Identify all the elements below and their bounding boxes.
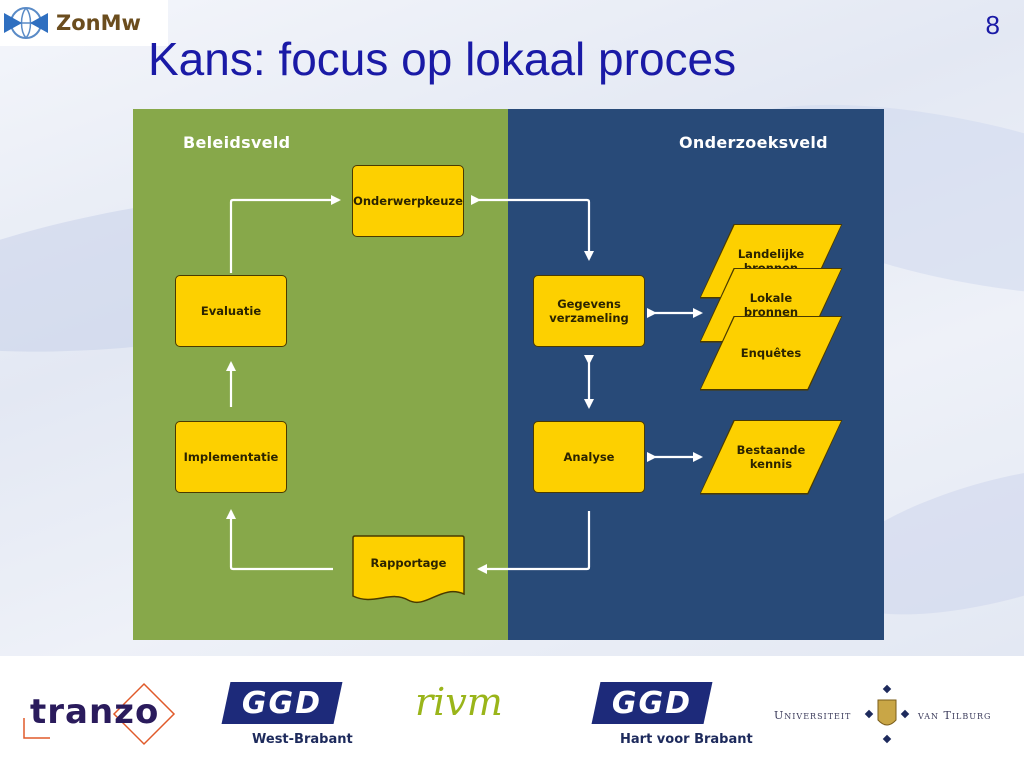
- node-implementatie: Implementatie: [175, 421, 287, 493]
- rivm-logo: rivm: [415, 680, 503, 724]
- source-lokale-line1: Lokale: [749, 290, 793, 305]
- document-shape: [352, 535, 465, 603]
- tranzo-logo-text: tranzo: [30, 692, 160, 732]
- ggd-logo-letters: GGD: [612, 686, 692, 721]
- ggd-west-brabant-logo: GGD West-Brabant: [221, 682, 362, 752]
- source-bestaande-line1: Bestaande: [736, 442, 806, 457]
- source-bestaande-kennis: Bestaande kennis: [699, 419, 843, 495]
- tilburg-university-logo: Universiteit van Tilburg: [772, 674, 1012, 754]
- arrow-evaluatie-to-onderwerpkeuze: [229, 195, 341, 273]
- uvt-right-text: van Tilburg: [918, 709, 992, 722]
- ggd-logo-mark: GGD: [591, 682, 713, 724]
- ggd-logo-mark: GGD: [221, 682, 343, 724]
- ggd-hart-voor-brabant-logo: GGD Hart voor Brabant: [591, 682, 753, 752]
- process-diagram: Beleidsveld Onderzoeksveld: [133, 109, 884, 640]
- source-enquetes: Enquêtes: [699, 315, 843, 391]
- arrow-analyse-to-rapportage: [477, 511, 591, 574]
- uvt-crest-icon: [864, 684, 910, 744]
- node-onderwerpkeuze: Onderwerpkeuze: [352, 165, 464, 237]
- source-landelijke-line1: Landelijke: [737, 246, 805, 261]
- node-analyse-label: Analyse: [563, 449, 615, 464]
- node-onderwerpkeuze-label: Onderwerpkeuze: [353, 193, 463, 208]
- flow-arrows: [226, 195, 703, 574]
- node-gegevensverzameling-label: Gegevens verzameling: [549, 297, 629, 326]
- node-analyse: Analyse: [533, 421, 645, 493]
- tranzo-diamond-icon: [23, 682, 176, 746]
- policy-field-label: Beleidsveld: [183, 133, 291, 152]
- ggd-hart-voor-brabant-label: Hart voor Brabant: [620, 732, 753, 747]
- node-evaluatie-label: Evaluatie: [200, 303, 262, 318]
- ggd-west-brabant-label: West-Brabant: [252, 732, 353, 747]
- arrow-rapportage-to-implementatie: [226, 509, 333, 571]
- ggd-logo-letters: GGD: [242, 686, 322, 721]
- source-enquetes-label: Enquêtes: [740, 345, 802, 360]
- source-lokale-label: Lokale bronnen: [744, 291, 798, 320]
- tranzo-logo: tranzo: [14, 678, 180, 748]
- node-evaluatie: Evaluatie: [175, 275, 287, 347]
- node-gegevens-line1: Gegevens: [557, 296, 621, 311]
- ggd-letters: GGD: [241, 685, 323, 721]
- arrow-onderwerpkeuze-gegevens: [471, 195, 594, 261]
- source-bestaande-label: Bestaande kennis: [737, 443, 806, 472]
- slide-title: Kans: focus op lokaal proces: [148, 33, 737, 85]
- ggd-letters: GGD: [611, 685, 693, 721]
- node-gegevensverzameling: Gegevens verzameling: [533, 275, 645, 347]
- source-bestaande-line2: kennis: [749, 457, 793, 471]
- partner-logos-footer: tranzo GGD West-Brabant rivm GGD Hart vo…: [0, 656, 1024, 768]
- page-number: 8: [985, 10, 1000, 40]
- node-rapportage: Rapportage: [351, 534, 466, 606]
- node-implementatie-label: Implementatie: [183, 449, 279, 464]
- zonmw-logo-text: ZonMw: [56, 11, 141, 35]
- node-rapportage-label: Rapportage: [370, 556, 447, 570]
- uvt-left-text: Universiteit: [774, 709, 852, 722]
- node-gegevens-line2: verzameling: [549, 311, 629, 325]
- zonmw-globe-icon: [4, 7, 48, 39]
- zonmw-logo: ZonMw: [0, 0, 168, 46]
- research-field-label: Onderzoeksveld: [679, 133, 828, 152]
